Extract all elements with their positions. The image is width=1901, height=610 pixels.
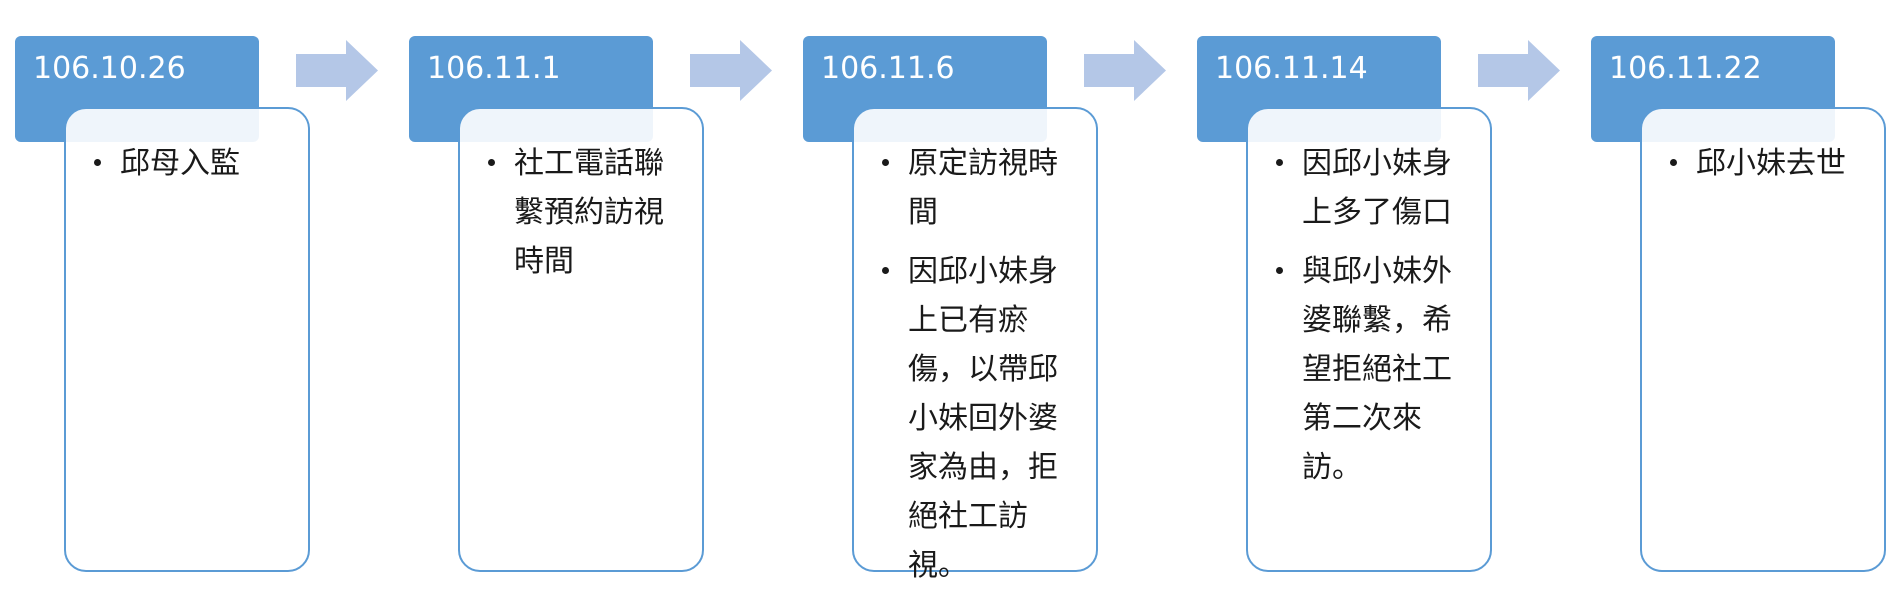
note-item: 因邱小妹身上已有瘀傷，以帶邱小妹回外婆家為由，拒絕社工訪視。: [882, 247, 1068, 590]
date-label: 106.10.26: [33, 51, 186, 86]
timeline-stage: 106.11.14 因邱小妹身上多了傷口 與邱小妹外婆聯繫，希望拒絕社工第二次來…: [1197, 36, 1567, 578]
note-item: 與邱小妹外婆聯繫，希望拒絕社工第二次來訪。: [1276, 247, 1462, 492]
note-item: 邱母入監: [94, 139, 280, 188]
timeline-stage: 106.11.6 原定訪視時間 因邱小妹身上已有瘀傷，以帶邱小妹回外婆家為由，拒…: [803, 36, 1173, 583]
date-label: 106.11.22: [1609, 51, 1762, 86]
note-item: 社工電話聯繫預約訪視時間: [488, 139, 674, 286]
note-box: 社工電話聯繫預約訪視時間: [458, 107, 704, 572]
arrow-right-icon: [1478, 40, 1560, 101]
date-label: 106.11.1: [427, 51, 561, 86]
note-item: 因邱小妹身上多了傷口: [1276, 139, 1462, 237]
note-list: 邱母入監: [94, 139, 308, 188]
timeline-stage: 106.11.1 社工電話聯繫預約訪視時間: [409, 36, 779, 578]
note-box: 邱母入監: [64, 107, 310, 572]
note-item: 邱小妹去世: [1670, 139, 1856, 188]
note-box: 因邱小妹身上多了傷口 與邱小妹外婆聯繫，希望拒絕社工第二次來訪。: [1246, 107, 1492, 572]
timeline-stage: 106.10.26 邱母入監: [15, 36, 385, 578]
note-list: 因邱小妹身上多了傷口 與邱小妹外婆聯繫，希望拒絕社工第二次來訪。: [1276, 139, 1490, 492]
date-label: 106.11.14: [1215, 51, 1368, 86]
date-box: 106.11.14: [1197, 36, 1441, 142]
note-item: 原定訪視時間: [882, 139, 1068, 237]
note-box: 原定訪視時間 因邱小妹身上已有瘀傷，以帶邱小妹回外婆家為由，拒絕社工訪視。: [852, 107, 1098, 583]
date-label: 106.11.6: [821, 51, 955, 86]
arrow-right-icon: [296, 40, 378, 101]
timeline-stage: 106.11.22 邱小妹去世: [1591, 36, 1901, 578]
note-list: 社工電話聯繫預約訪視時間: [488, 139, 702, 286]
note-list: 原定訪視時間 因邱小妹身上已有瘀傷，以帶邱小妹回外婆家為由，拒絕社工訪視。: [882, 139, 1096, 590]
arrow-right-icon: [1084, 40, 1166, 101]
note-box: 邱小妹去世: [1640, 107, 1886, 572]
arrow-right-icon: [690, 40, 772, 101]
note-list: 邱小妹去世: [1670, 139, 1884, 188]
